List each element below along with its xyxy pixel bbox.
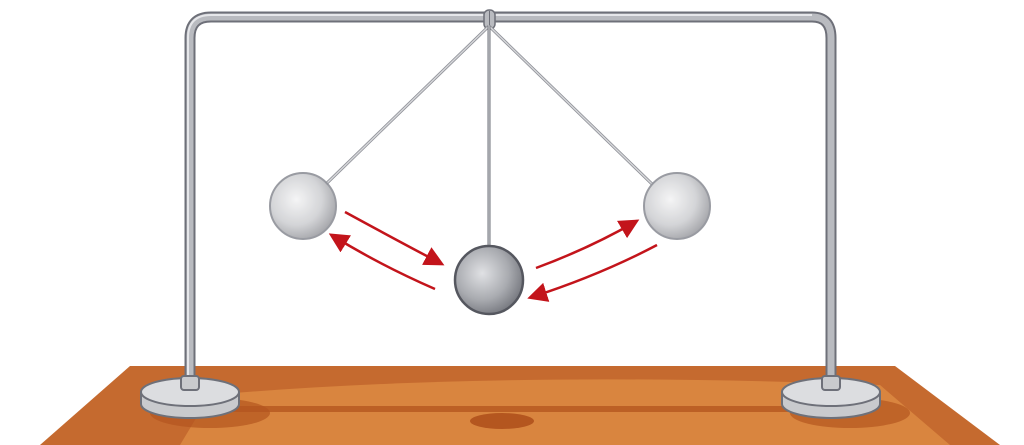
motion-arrows (328, 210, 658, 302)
right-base (781, 375, 881, 419)
ball-right-ghost (643, 172, 711, 240)
ball-center (453, 244, 525, 316)
left-base (140, 375, 240, 419)
strings (324, 24, 654, 246)
arrow-left-down (344, 210, 445, 266)
table (40, 366, 1000, 445)
arrow-left-up (328, 233, 436, 291)
arrow-right-down (527, 243, 658, 302)
ball-left-ghost (269, 172, 337, 240)
pendulum-frame (184, 9, 837, 380)
arrow-right-up (535, 219, 640, 270)
table-knot (470, 413, 534, 429)
